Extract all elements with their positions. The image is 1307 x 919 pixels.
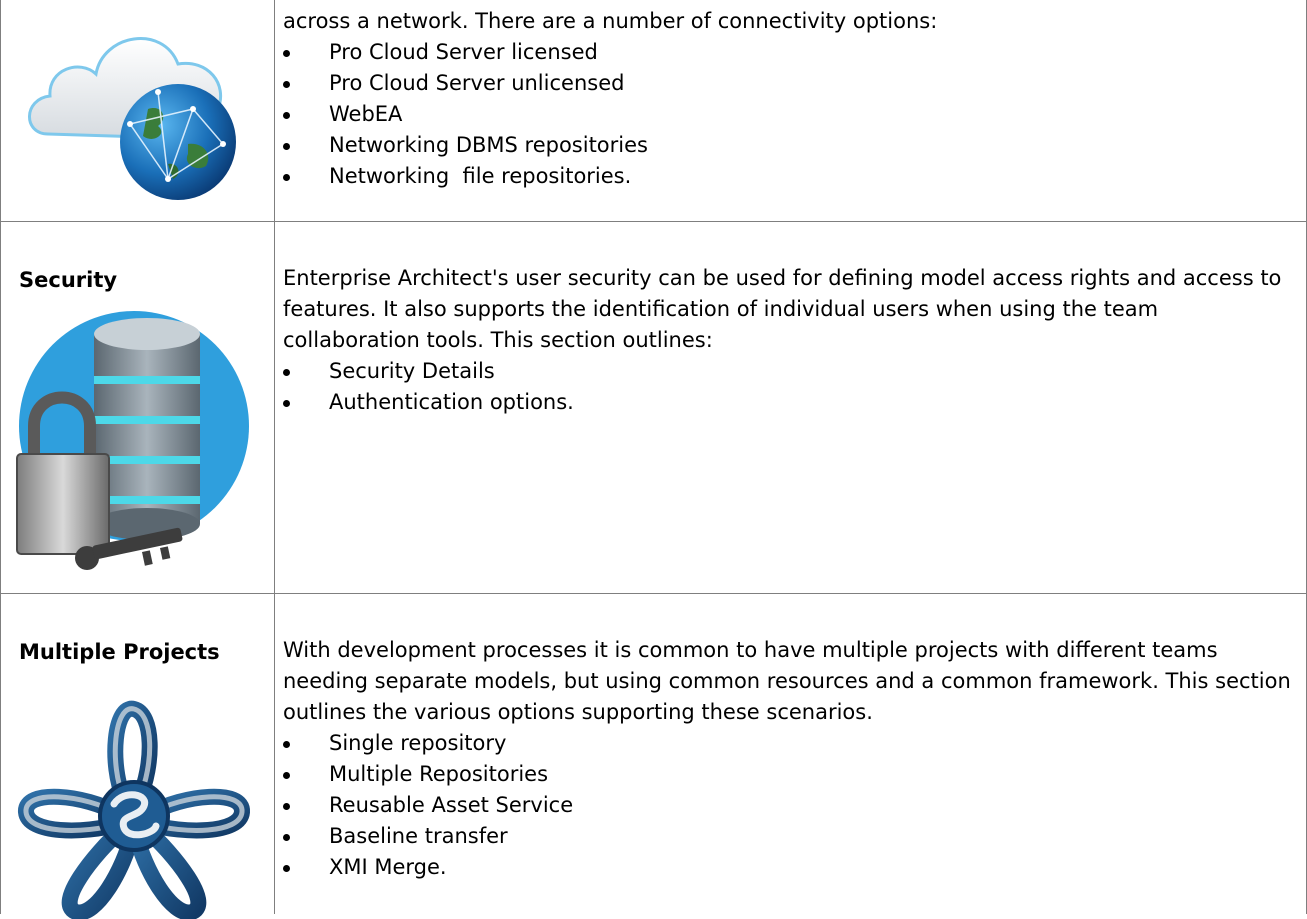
list-item: Reusable Asset Service (283, 790, 1293, 821)
bullet-icon (283, 174, 290, 181)
list-item: Pro Cloud Server unlicensed (283, 68, 937, 99)
row-title: Multiple Projects (19, 640, 220, 664)
row-label-cell: Security (0, 222, 274, 594)
list-item: Single repository (283, 728, 1293, 759)
database-lock-icon (16, 311, 249, 570)
list-item: Multiple Repositories (283, 759, 1293, 790)
bullet-icon (283, 400, 290, 407)
row-description: Enterprise Architect's user security can… (283, 266, 1282, 352)
bullet-list: Security Details Authentication options. (283, 356, 1293, 418)
bullet-icon (283, 834, 290, 841)
list-item: Pro Cloud Server licensed (283, 37, 937, 68)
table-row-multiple-projects: Multiple Projects (0, 593, 1307, 919)
bullet-icon (283, 81, 290, 88)
table-row-connectivity: across a network. There are a number of … (0, 0, 1307, 221)
cloud-globe-icon (28, 37, 236, 200)
row-description: across a network. There are a number of … (283, 9, 938, 33)
column-divider (274, 0, 275, 914)
row-content-cell: across a network. There are a number of … (283, 0, 1293, 221)
row-content-cell: With development processes it is common … (283, 594, 1293, 915)
bullet-icon (283, 143, 290, 150)
row-description: With development processes it is common … (283, 638, 1291, 724)
bullet-icon (283, 772, 290, 779)
table-row-security: Security (0, 221, 1307, 594)
table-border-left (0, 0, 1, 914)
bullet-icon (283, 741, 290, 748)
list-item: XMI Merge. (283, 852, 1293, 883)
bullet-icon (283, 803, 290, 810)
bullet-icon (283, 112, 290, 119)
bullet-icon (283, 369, 290, 376)
row-title: Security (19, 268, 118, 292)
list-item: Security Details (283, 356, 1293, 387)
list-item: Baseline transfer (283, 821, 1293, 852)
list-item: Networking file repositories. (283, 161, 937, 192)
multiple-projects-icon (18, 700, 250, 919)
bullet-icon (283, 50, 290, 57)
bullet-list: Pro Cloud Server licensed Pro Cloud Serv… (283, 37, 937, 192)
bullet-icon (283, 865, 290, 872)
row-label-cell (0, 0, 274, 221)
list-item: Networking DBMS repositories (283, 130, 937, 161)
row-label-cell: Multiple Projects (0, 594, 274, 919)
bullet-list: Single repository Multiple Repositories … (283, 728, 1293, 883)
list-item: WebEA (283, 99, 937, 130)
list-item: Authentication options. (283, 387, 1293, 418)
row-content-cell: Enterprise Architect's user security can… (283, 222, 1293, 594)
